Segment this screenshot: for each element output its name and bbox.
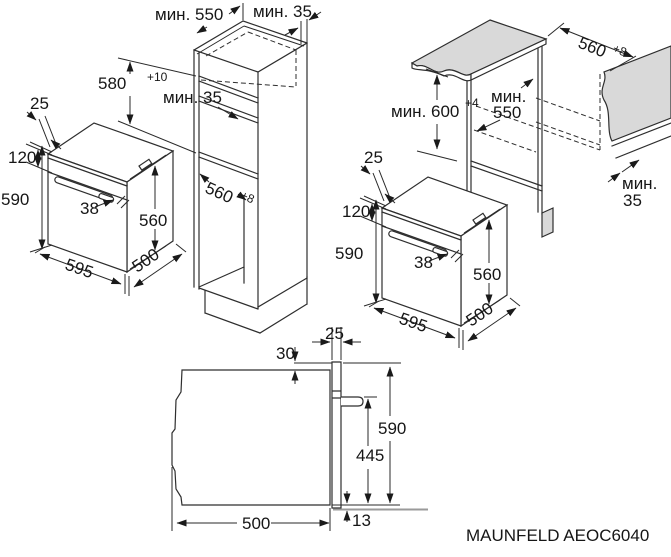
base-cabinet-plinth (541, 207, 554, 238)
dim-label-base-niche-width: 560 (576, 33, 609, 61)
dim-label-section-bottom-gap: 13 (352, 511, 371, 530)
dim-label-door-offset: 25 (30, 94, 49, 113)
countertop-surface (410, 19, 548, 76)
dim-label-section-depth: 500 (242, 514, 270, 533)
dim-label-base-back-gap-word: мин. (622, 174, 657, 193)
dim-label-panel-height: 120 (8, 148, 36, 167)
side-wall-panel (601, 45, 671, 142)
tall-cabinet-diagram: мин. 550 мин. 35 580 +10 мин. 35 560 +8 (98, 2, 322, 334)
dim-label-base-niche-height-tolerance: +4 (465, 96, 479, 110)
dim-label-oven-height: 590 (1, 190, 29, 209)
dim-label-base-niche-width-tolerance: +8 (611, 41, 629, 59)
dim-label-section-height: 590 (378, 419, 406, 438)
model-label: MAUNFELD AEOC6040 (466, 526, 649, 545)
dim-label-base-depth-min-value: 550 (493, 103, 521, 122)
dim-label-column-niche-width-tolerance: +8 (238, 188, 256, 206)
dim-label-column-back-gap: мин. 35 (253, 2, 312, 21)
left-oven-diagram: 25 120 590 38 560 595 500 (1, 94, 187, 296)
dim-label-niche-height-tolerance: +10 (147, 70, 168, 84)
dim-label-niche-height: 580 (98, 74, 126, 93)
dim-label-shelf-gap: мин. 35 (163, 88, 222, 107)
dim-label-column-depth-min: мин. 550 (155, 5, 223, 24)
dim-label-section-handle-height: 445 (356, 446, 384, 465)
dim-label-base-niche-height: мин. 600 (391, 102, 459, 121)
dim-label-section-door-thickness: 25 (325, 324, 344, 343)
dim-label-section-top-overhang: 30 (276, 344, 295, 363)
section-view-diagram: 25 30 590 445 500 13 (171, 324, 428, 533)
base-cabinet-diagram: 560 +8 мин. 600 +4 мин. 550 мин. 35 (391, 19, 671, 238)
right-oven-diagram (335, 148, 520, 350)
dim-label-handle-depth: 38 (80, 199, 99, 218)
dim-label-base-depth-min-word: мин. (491, 87, 526, 106)
dim-label-body-height: 560 (139, 211, 167, 230)
dim-label-base-back-gap-value: 35 (623, 191, 642, 210)
